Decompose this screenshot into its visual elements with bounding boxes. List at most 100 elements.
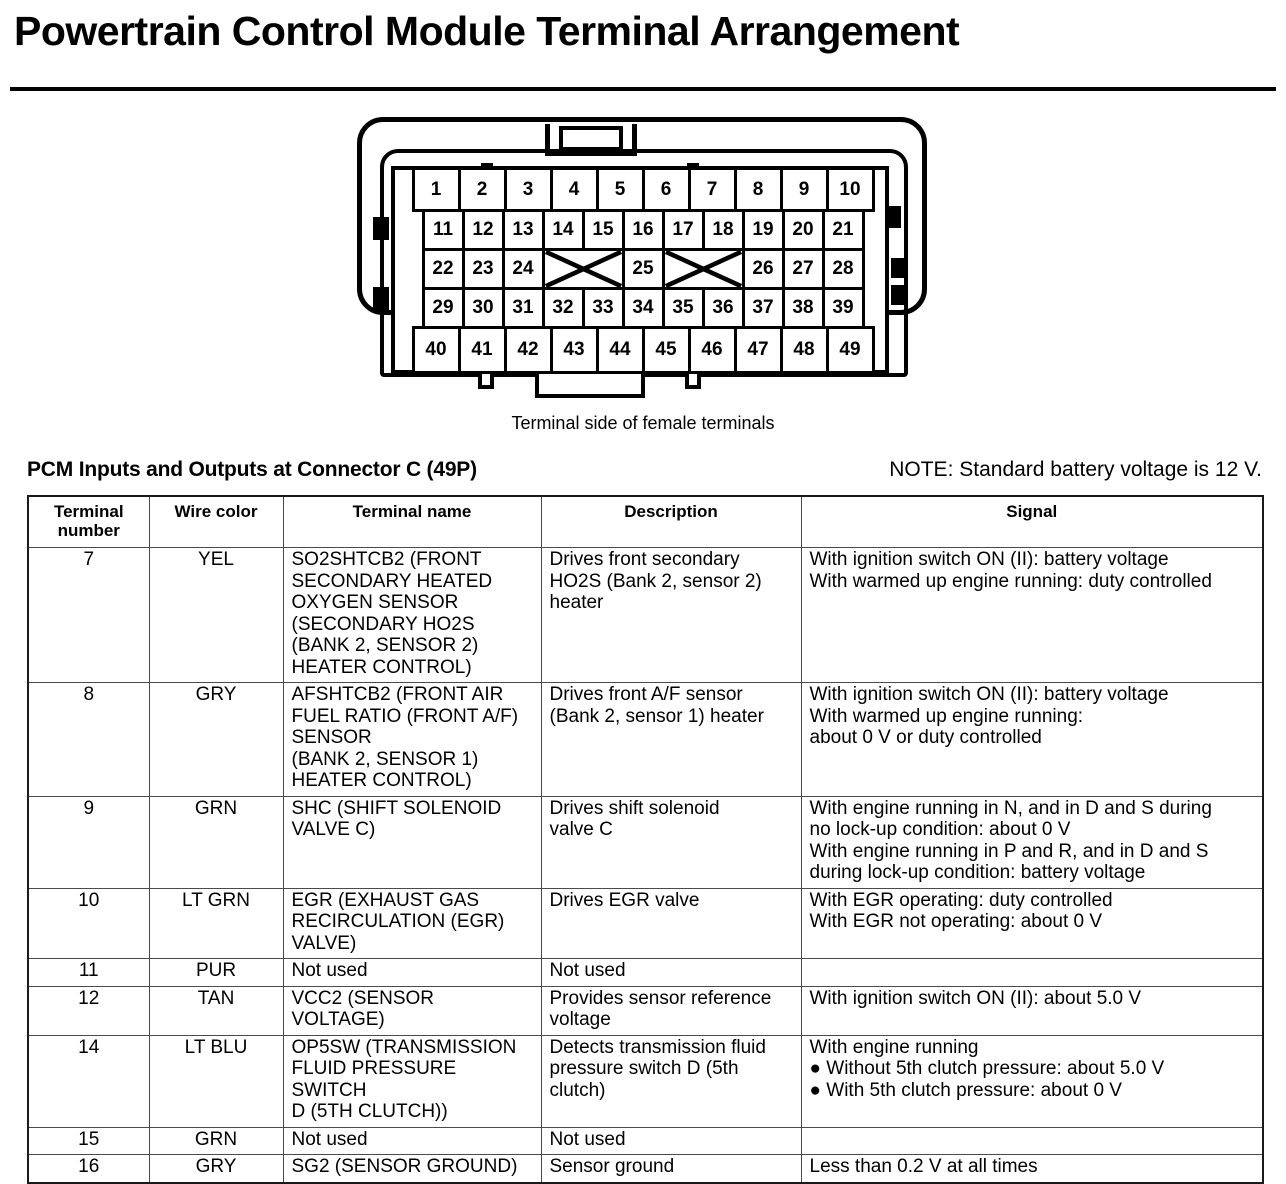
terminal-cell: 33 [581, 287, 625, 329]
terminal-cell: 35 [661, 287, 705, 329]
header-wire-color: Wire color [148, 495, 284, 548]
cell-terminal-number: 7 [27, 547, 150, 683]
terminal-cell: 27 [781, 248, 825, 290]
connector-bottom-tab [535, 374, 645, 398]
terminal-cell: 1 [411, 167, 461, 212]
terminal-cell: 45 [641, 326, 691, 374]
connector-notch [887, 206, 901, 228]
cell-description: Sensor ground [540, 1154, 802, 1183]
cell-signal [800, 958, 1264, 987]
pcm-table: Terminal number Wire color Terminal name… [27, 495, 1264, 1184]
terminal-cell: 23 [461, 248, 505, 290]
terminal-cell: 37 [741, 287, 785, 329]
cell-description: Drives front secondary HO2S (Bank 2, sen… [540, 547, 802, 683]
terminal-cell: 20 [781, 209, 825, 251]
terminal-cell: 32 [541, 287, 585, 329]
cell-terminal-number: 10 [27, 887, 150, 959]
connector-top-tab-inner [559, 126, 623, 151]
terminal-cell: 28 [821, 248, 865, 290]
terminal-cell: 3 [503, 167, 553, 212]
cell-terminal-number: 12 [27, 985, 150, 1036]
cell-wire-color: YEL [148, 547, 284, 683]
terminal-cell: 30 [461, 287, 505, 329]
terminal-cell: 34 [621, 287, 665, 329]
cell-wire-color: GRN [148, 1126, 284, 1155]
connector-notch [685, 374, 701, 389]
terminal-cell: 15 [581, 209, 625, 251]
cell-description: Not used [540, 1126, 802, 1155]
blocked-terminal-cell [541, 248, 625, 290]
battery-voltage-note: NOTE: Standard battery voltage is 12 V. [889, 458, 1262, 481]
terminal-cell: 14 [541, 209, 585, 251]
terminal-cell: 47 [733, 326, 783, 374]
header-description: Description [540, 495, 802, 548]
cell-terminal-number: 15 [27, 1126, 150, 1155]
cell-terminal-name: SG2 (SENSOR GROUND) [282, 1154, 542, 1183]
terminal-cell: 16 [621, 209, 665, 251]
terminal-cell: 4 [549, 167, 599, 212]
terminal-cell: 46 [687, 326, 737, 374]
terminal-cell: 44 [595, 326, 645, 374]
cell-terminal-name: Not used [282, 958, 542, 987]
terminal-cell: 31 [501, 287, 545, 329]
terminal-cell: 10 [825, 167, 875, 212]
cell-signal: With ignition switch ON (II): battery vo… [800, 682, 1264, 797]
cell-terminal-name: SHC (SHIFT SOLENOID VALVE C) [282, 795, 542, 889]
title-divider [10, 87, 1276, 91]
cell-wire-color: GRY [148, 1154, 284, 1183]
terminal-cell: 38 [781, 287, 825, 329]
terminal-cell: 24 [501, 248, 545, 290]
terminal-cell: 5 [595, 167, 645, 212]
terminal-cell: 8 [733, 167, 783, 212]
cell-terminal-number: 8 [27, 682, 150, 797]
terminal-cell: 21 [821, 209, 865, 251]
terminal-cell: 29 [421, 287, 465, 329]
cell-wire-color: TAN [148, 985, 284, 1036]
terminal-cell: 42 [503, 326, 553, 374]
cell-signal [800, 1126, 1264, 1155]
cell-terminal-number: 14 [27, 1034, 150, 1128]
connector-notch [891, 285, 905, 305]
header-signal: Signal [800, 495, 1264, 548]
cell-signal: With engine running ● Without 5th clutch… [800, 1034, 1264, 1128]
cell-description: Not used [540, 958, 802, 987]
terminal-cell: 7 [687, 167, 737, 212]
terminal-cell: 19 [741, 209, 785, 251]
page: Powertrain Control Module Terminal Arran… [0, 8, 1286, 1184]
page-title: Powertrain Control Module Terminal Arran… [14, 8, 960, 54]
cell-terminal-number: 11 [27, 958, 150, 987]
cell-description: Drives shift solenoid valve C [540, 795, 802, 889]
cell-terminal-name: SO2SHTCB2 (FRONT SECONDARY HEATED OXYGEN… [282, 547, 542, 683]
terminal-cell: 43 [549, 326, 599, 374]
section-heading-row: PCM Inputs and Outputs at Connector C (4… [27, 458, 1262, 482]
cell-signal: Less than 0.2 V at all times [800, 1154, 1264, 1183]
cell-signal: With EGR operating: duty controlled With… [800, 887, 1264, 959]
x-icon [544, 251, 622, 287]
cell-description: Detects transmission fluid pressure swit… [540, 1034, 802, 1128]
cell-description: Provides sensor reference voltage [540, 985, 802, 1036]
cell-description: Drives EGR valve [540, 887, 802, 959]
connector-notch [478, 374, 494, 389]
cell-terminal-name: EGR (EXHAUST GAS RECIRCULATION (EGR) VAL… [282, 887, 542, 959]
connector-notch [373, 287, 389, 310]
terminal-cell: 26 [741, 248, 785, 290]
terminal-cell: 18 [701, 209, 745, 251]
terminal-cell: 11 [421, 209, 465, 251]
terminal-cell: 12 [461, 209, 505, 251]
terminal-cell: 40 [411, 326, 461, 374]
terminal-cell: 36 [701, 287, 745, 329]
connector-notch [891, 258, 905, 278]
